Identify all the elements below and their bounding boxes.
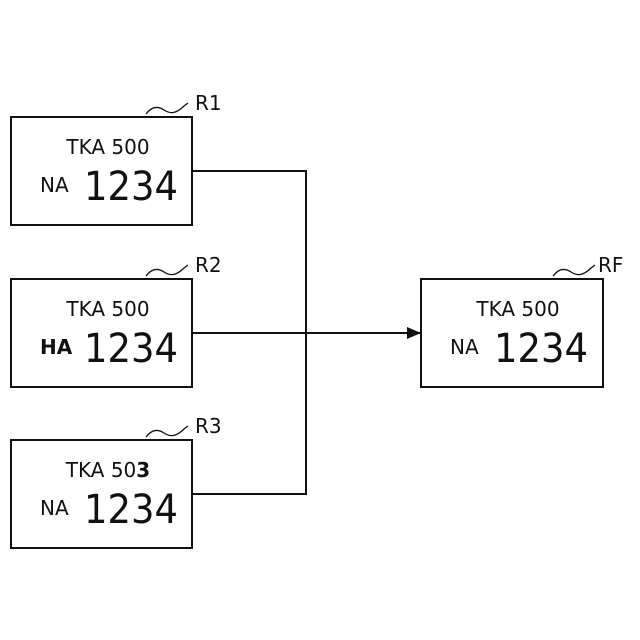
plate-rf-top-last: 0 xyxy=(547,297,560,321)
plate-rf-top-line: TKA 500 xyxy=(475,297,559,321)
plate-r2-leader xyxy=(146,265,188,276)
plate-r1: R1 TKA 500 NA 1234 xyxy=(11,91,222,225)
connector-r1 xyxy=(192,171,306,333)
plate-r1-number: 1234 xyxy=(84,164,178,210)
plate-r2-top-main: TKA 50 xyxy=(65,297,136,321)
plate-r2-prefix: HA xyxy=(40,335,73,359)
plate-r3-top-line: TKA 503 xyxy=(65,458,150,482)
plate-rf-ref-label: RF xyxy=(598,253,623,277)
plate-r1-prefix: NA xyxy=(40,173,69,197)
plate-r2-number: 1234 xyxy=(84,326,178,372)
plate-r3: R3 TKA 503 NA 1234 xyxy=(11,414,222,548)
plate-r3-top-main: TKA 50 xyxy=(65,458,136,482)
plate-r1-leader xyxy=(146,103,188,114)
plate-rf-leader xyxy=(553,265,595,276)
plate-r3-prefix: NA xyxy=(40,496,69,520)
plate-r1-ref-label: R1 xyxy=(195,91,222,115)
plate-rf-number: 1234 xyxy=(494,326,588,372)
plate-r3-ref-label: R3 xyxy=(195,414,222,438)
plate-r1-top-last: 0 xyxy=(137,135,150,159)
plate-r1-top-main: TKA 50 xyxy=(65,135,136,159)
plate-r1-top-line: TKA 500 xyxy=(65,135,149,159)
plate-rf-top-main: TKA 50 xyxy=(475,297,546,321)
plate-r3-leader xyxy=(146,426,188,437)
plate-rf-prefix: NA xyxy=(450,335,479,359)
plate-r3-number: 1234 xyxy=(84,487,178,533)
plate-r2-top-line: TKA 500 xyxy=(65,297,149,321)
plate-r2-ref-label: R2 xyxy=(195,253,222,277)
plate-r2-top-last: 0 xyxy=(137,297,150,321)
plate-rf: RF TKA 500 NA 1234 xyxy=(421,253,623,387)
plate-r3-top-last: 3 xyxy=(136,458,150,482)
plate-r2: R2 TKA 500 HA 1234 xyxy=(11,253,222,387)
